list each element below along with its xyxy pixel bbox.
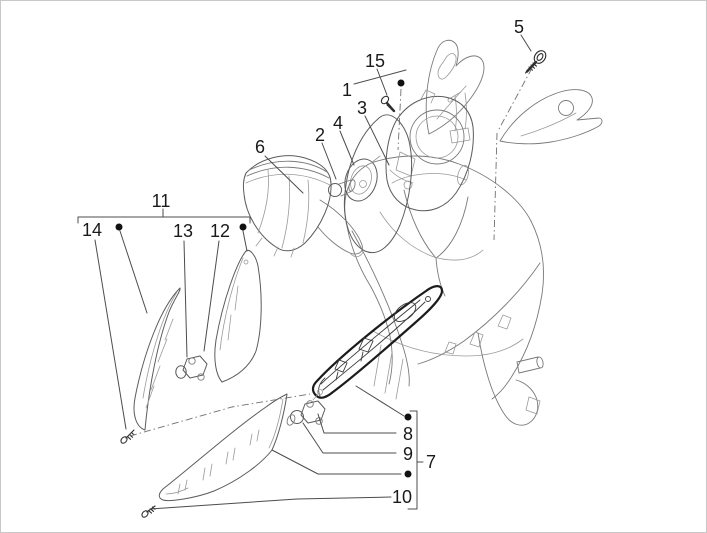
group-bracket-11: [77, 208, 251, 224]
headlamp-lens: [343, 114, 413, 253]
callout-label-2: 2: [315, 125, 325, 145]
front-shield-lens: [158, 393, 288, 501]
assembly-dot-11-right: [239, 223, 247, 231]
callout-label-5: 5: [514, 17, 524, 37]
callout-label-9: 9: [403, 444, 413, 464]
cover-screw-top: [524, 50, 547, 74]
callout-label-11: 11: [152, 191, 171, 211]
callout-label-3: 3: [357, 98, 367, 118]
lamp-support-panel: [311, 285, 444, 399]
headlamp-reflector: [344, 155, 381, 202]
turn-signal-crescent-lens: [133, 287, 181, 431]
group-bracket-7: [407, 410, 424, 510]
handlebar-cover-right-wing: [499, 89, 603, 145]
callout-label-10: 10: [392, 487, 412, 507]
steering-column-bracket: [449, 92, 471, 144]
assembly-axis-top-screw: [493, 67, 533, 241]
assembly-axis-headlamp: [397, 88, 402, 151]
turn-signal-bulb-holder-bottom: [286, 388, 326, 426]
headlamp-bulb: [328, 179, 356, 197]
assembly-dot-7-top: [404, 413, 412, 421]
headlamp-housing: [385, 89, 474, 212]
bezel-trim-band: [317, 199, 364, 258]
callout-label-14: 14: [82, 220, 102, 240]
callout-label-13: 13: [173, 221, 193, 241]
assembly-dot-11-left: [115, 223, 123, 231]
assembly-axis-turn-signal: [129, 393, 311, 437]
callout-label-7: 7: [426, 452, 436, 472]
callout-label-1: 1: [342, 80, 352, 100]
callout-leaders: [94, 34, 532, 510]
callout-label-6: 6: [255, 137, 265, 157]
turn-signal-lens-panel: [214, 249, 262, 383]
callout-label-8: 8: [403, 424, 413, 444]
headlamp-screw: [380, 95, 396, 113]
shield-lens-screw: [141, 505, 156, 518]
scooter-front-body: [344, 155, 544, 426]
turn-signal-bulb-holder-left: [175, 355, 208, 381]
callout-label-4: 4: [333, 113, 343, 133]
assembly-dot-7-bottom: [404, 470, 412, 478]
turn-signal-screw-left: [120, 429, 135, 444]
callout-label-12: 12: [210, 221, 230, 241]
assembly-dot-headlamp: [397, 79, 405, 87]
callout-label-15: 15: [365, 51, 385, 71]
mirror-hole: [558, 100, 574, 116]
headlamp-bezel-cover: [242, 155, 332, 258]
handlebar-cover-left-wing: [425, 39, 485, 135]
